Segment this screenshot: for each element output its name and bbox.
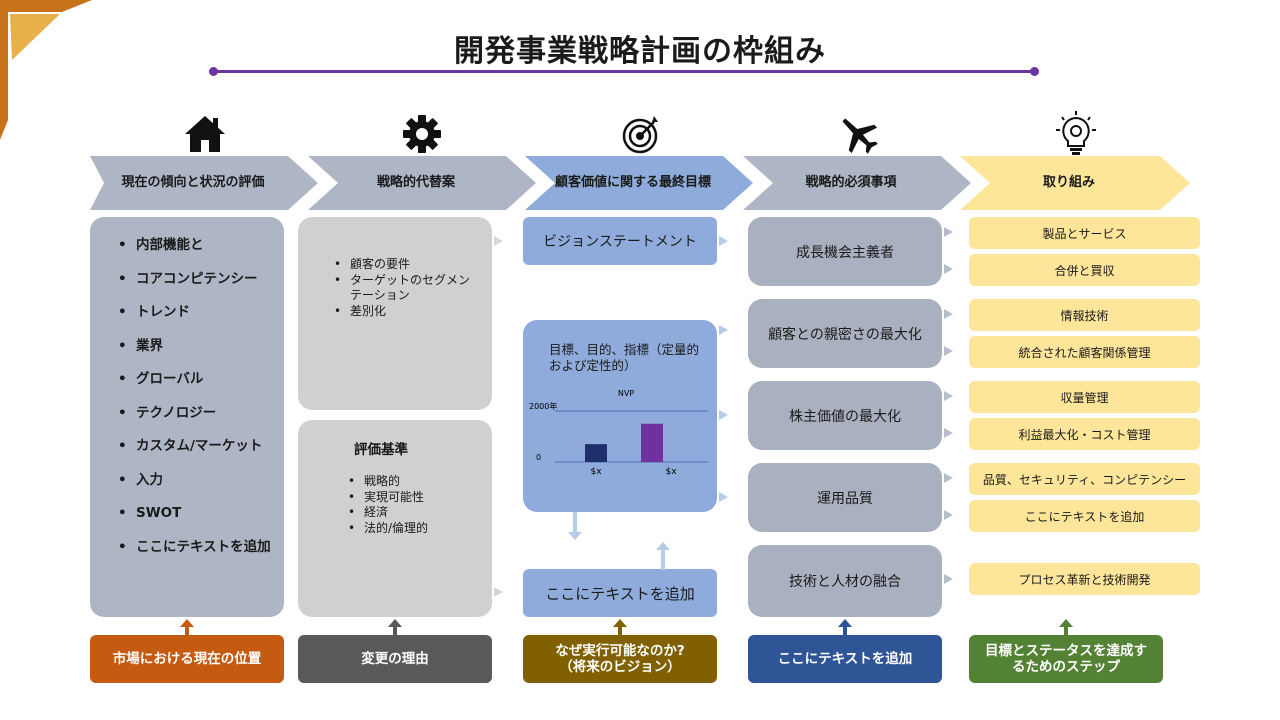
chart-xtick-label: $x: [665, 467, 677, 477]
initiative-box: 収量管理: [969, 381, 1200, 413]
chevron-backgrounds: [90, 156, 1190, 210]
assessment-panel: 内部機能と コアコンピテンシー トレンド 業界 グローバル テクノロジー カスタ…: [90, 217, 284, 617]
list-item: ここにテキストを追加: [116, 539, 274, 557]
chart-xtick-label: $x: [590, 467, 602, 477]
list-item: グローバル: [116, 371, 274, 389]
footer-why-feasible: なぜ実行可能なのか?（将来のビジョン）: [523, 635, 717, 683]
criteria-title: 評価基準: [354, 442, 408, 458]
footer-reason-for-change: 変更の理由: [298, 635, 492, 683]
page-title: 開発事業戦略計画の枠組み: [454, 34, 826, 69]
goals-text: 目標、目的、指標（定量的および定性的）: [549, 342, 700, 374]
imperative-box: 運用品質: [748, 463, 942, 532]
title-underline: [213, 70, 1035, 73]
title-line-dot-right: [1030, 67, 1039, 76]
title-line-dot-left: [209, 67, 218, 76]
header-customer-value: 顧客価値に関する最終目標: [555, 174, 712, 190]
footer-add-text: ここにテキストを追加: [748, 635, 942, 683]
initiative-box: 品質、セキュリティ、コンピテンシー: [969, 463, 1200, 495]
list-item: コアコンピテンシー: [116, 271, 274, 289]
list-item: 経済: [346, 505, 480, 521]
imperative-box: 技術と人材の融合: [748, 545, 942, 617]
initiative-box: プロセス革新と技術開発: [969, 563, 1200, 595]
initiative-box: 統合された顧客関係管理: [969, 336, 1200, 368]
assessment-list: 内部機能と コアコンピテンシー トレンド 業界 グローバル テクノロジー カスタ…: [90, 217, 284, 556]
imperative-box: 株主価値の最大化: [748, 381, 942, 450]
initiative-box: 利益最大化・コスト管理: [969, 418, 1200, 450]
header-alternatives: 戦略的代替案: [376, 174, 455, 190]
initiative-box: 合併と買収: [969, 254, 1200, 286]
nvp-chart: NVP 2000年 0 $x $x: [529, 389, 708, 477]
corner-decoration: [0, 0, 92, 140]
list-item: 戦略的: [346, 474, 480, 490]
list-item: テクノロジー: [116, 405, 274, 423]
list-item: 法的/倫理的: [346, 521, 480, 537]
vision-statement-box: ビジョンステートメント: [523, 217, 717, 265]
list-item: カスタム/マーケット: [116, 438, 274, 456]
airplane-icon: [842, 118, 878, 154]
list-item: トレンド: [116, 304, 274, 322]
list-item: 実現可能性: [346, 490, 480, 506]
goals-panel: 目標、目的、指標（定量的および定性的） NVP 2000年 0 $x $x: [523, 320, 717, 512]
add-text-box: ここにテキストを追加: [523, 569, 717, 617]
header-assessment: 現在の傾向と状況の評価: [121, 174, 265, 190]
imperative-box: 顧客との親密さの最大化: [748, 299, 942, 368]
list-item: 内部機能と: [116, 237, 274, 255]
alternatives-list: 顧客の要件 ターゲットのセグメンテーション 差別化: [298, 217, 492, 319]
criteria-list: 戦略的 実現可能性 経済 法的/倫理的: [298, 458, 492, 536]
chart-bar: [641, 423, 663, 462]
list-item: 顧客の要件: [332, 257, 480, 273]
goal-arrows: [568, 512, 670, 570]
target-icon: [622, 116, 658, 154]
initiative-box: 情報技術: [969, 299, 1200, 331]
chart-title: NVP: [618, 389, 634, 398]
initiative-box: ここにテキストを追加: [969, 500, 1200, 532]
header-imperatives: 戦略的必須事項: [805, 174, 897, 190]
chart-ytick-label: 0: [536, 453, 541, 462]
footer-current-position: 市場における現在の位置: [90, 635, 284, 683]
footer-steps: 目標とステータスを達成するためのステップ: [969, 635, 1163, 683]
chart-bar: [585, 444, 607, 462]
list-item: 業界: [116, 338, 274, 356]
chart-ytick-label: 2000年: [529, 401, 557, 411]
list-item: SWOT: [116, 505, 274, 523]
house-icon: [185, 116, 225, 152]
alternatives-panel: 顧客の要件 ターゲットのセグメンテーション 差別化: [298, 217, 492, 410]
imperative-box: 成長機会主義者: [748, 217, 942, 286]
list-item: 入力: [116, 472, 274, 490]
criteria-panel: 評価基準 戦略的 実現可能性 経済 法的/倫理的: [298, 420, 492, 617]
gear-icon: [403, 115, 441, 153]
list-item: ターゲットのセグメンテーション: [332, 273, 480, 304]
initiative-box: 製品とサービス: [969, 217, 1200, 249]
header-initiatives: 取り組み: [1042, 174, 1095, 190]
lightbulb-gear-icon: [1056, 111, 1096, 155]
list-item: 差別化: [332, 304, 480, 320]
